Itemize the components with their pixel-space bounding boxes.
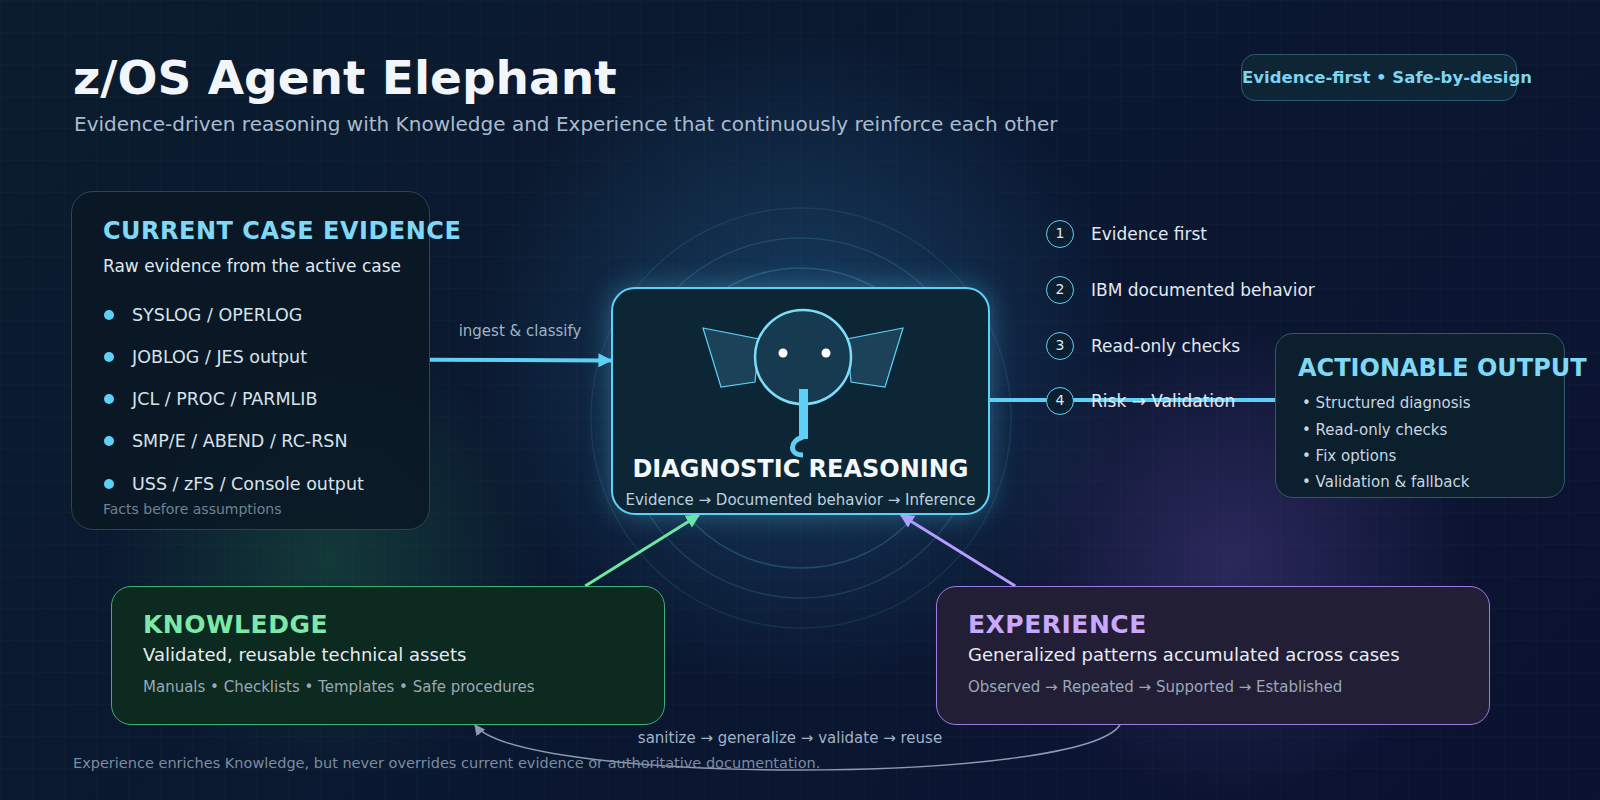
output-item: • Read-only checks [1302, 421, 1447, 439]
panel-detail: Observed → Repeated → Supported → Establ… [968, 678, 1342, 696]
reasoning-core: DIAGNOSTIC REASONING Evidence → Documente… [611, 287, 990, 515]
page-subtitle: Evidence-driven reasoning with Knowledge… [74, 112, 1057, 136]
connector [990, 398, 1275, 402]
connector [430, 358, 611, 363]
elephant-eye [779, 349, 788, 358]
panel-note: Facts before assumptions [103, 501, 281, 517]
elephant-trunk-tip [793, 437, 804, 455]
step-circle: 1Evidence first [1046, 220, 1074, 248]
core-heading: DIAGNOSTIC REASONING [613, 455, 988, 483]
callout-number: 4 [1047, 392, 1073, 408]
step-label: IBM documented behavior [1091, 280, 1315, 300]
callout-number: 1 [1047, 225, 1073, 241]
elephant-trunk [799, 389, 808, 439]
output-item: • Structured diagnosis [1302, 394, 1471, 412]
evidence-item: SYSLOG / OPERLOG [132, 305, 302, 325]
step-label: Read-only checks [1091, 336, 1240, 356]
elephant-ear [847, 328, 903, 387]
callout-number: 2 [1047, 281, 1073, 297]
ring [591, 208, 1011, 628]
connector [585, 515, 699, 586]
step-circle: 4Risk → Validation [1046, 387, 1074, 415]
panel-heading: EXPERIENCE [968, 610, 1147, 639]
evidence-item: USS / zFS / Console output [132, 474, 364, 494]
evidence-item: JCL / PROC / PARMLIB [132, 389, 317, 409]
experience-panel: EXPERIENCE Generalized patterns accumulat… [936, 586, 1490, 725]
panel-detail: Manuals • Checklists • Templates • Safe … [143, 678, 535, 696]
core-subtitle: Evidence → Documented behavior → Inferen… [613, 491, 988, 509]
output-item: • Validation & fallback [1302, 473, 1469, 491]
panel-subtitle: Validated, reusable technical assets [143, 644, 466, 665]
output-panel: ACTIONABLE OUTPUT• Structured diagnosis•… [1275, 333, 1565, 498]
panel-subtitle: Generalized patterns accumulated across … [968, 644, 1400, 665]
elephant-ear [703, 328, 759, 387]
evidence-item: JOBLOG / JES output [132, 347, 307, 367]
panel-heading: ACTIONABLE OUTPUT [1298, 354, 1587, 382]
panel-heading: KNOWLEDGE [143, 610, 328, 639]
elephant-eye [822, 349, 831, 358]
step-label: Evidence first [1091, 224, 1207, 244]
callout-number: 3 [1047, 337, 1073, 353]
evidence-panel: CURRENT CASE EVIDENCERaw evidence from t… [71, 191, 430, 530]
footer-note: Experience enriches Knowledge, but never… [73, 755, 820, 771]
edge-label: ingest & classify [459, 322, 582, 340]
output-item: • Fix options [1302, 447, 1396, 465]
evidence-item: SMP/E / ABEND / RC-RSN [132, 431, 348, 451]
panel-subtitle: Raw evidence from the active case [103, 256, 401, 276]
connector [475, 725, 1120, 770]
page-title: z/OS Agent Elephant [73, 50, 617, 105]
tagline-badge: Evidence-first • Safe-by-design [1241, 54, 1517, 101]
step-circle: 3Read-only checks [1046, 332, 1074, 360]
knowledge-panel: KNOWLEDGE Validated, reusable technical a… [111, 586, 665, 725]
panel-heading: CURRENT CASE EVIDENCE [103, 217, 461, 245]
connector [901, 515, 1015, 586]
step-circle: 2IBM documented behavior [1046, 276, 1074, 304]
cycle-label: sanitize → generalize → validate → reuse [638, 729, 942, 747]
step-label: Risk → Validation [1091, 391, 1235, 411]
badge-text: Evidence-first • Safe-by-design [1242, 68, 1516, 87]
